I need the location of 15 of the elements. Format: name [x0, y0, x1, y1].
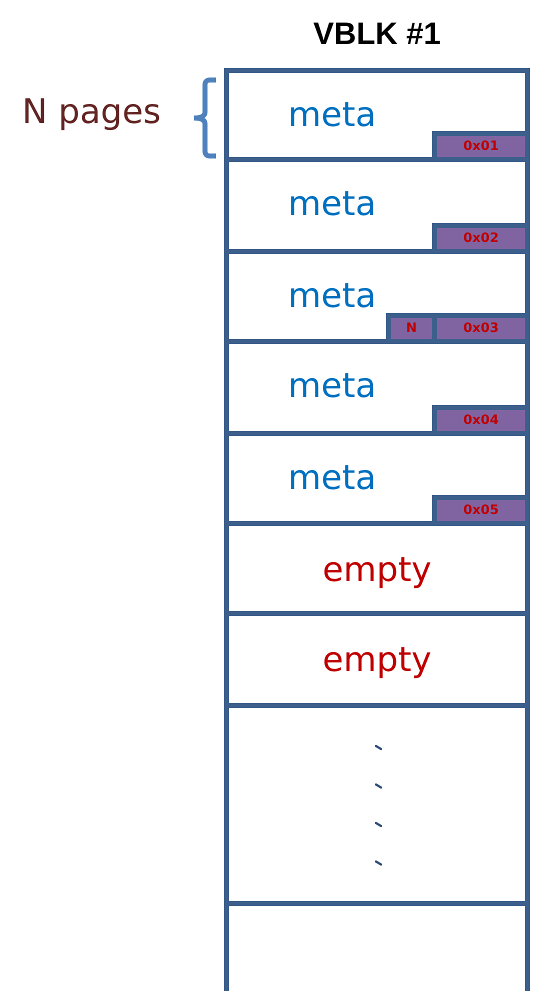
page-label: meta	[288, 369, 376, 403]
page-tag: 0x03	[432, 313, 525, 339]
page-label: empty	[321, 643, 433, 677]
page-tag: 0x01	[432, 131, 525, 157]
page-tag: 0x04	[432, 405, 525, 431]
page-tag: N	[386, 313, 432, 339]
page-label: meta	[288, 279, 376, 313]
block-title: VBLK #1	[312, 16, 442, 52]
page-label: empty	[321, 553, 433, 587]
page-label: meta	[288, 461, 376, 495]
page-label: meta	[288, 187, 376, 221]
page-label: meta	[288, 98, 376, 132]
page-tag: 0x05	[432, 495, 525, 521]
range-label: N pages	[22, 94, 161, 132]
page-tag: 0x02	[432, 223, 525, 249]
